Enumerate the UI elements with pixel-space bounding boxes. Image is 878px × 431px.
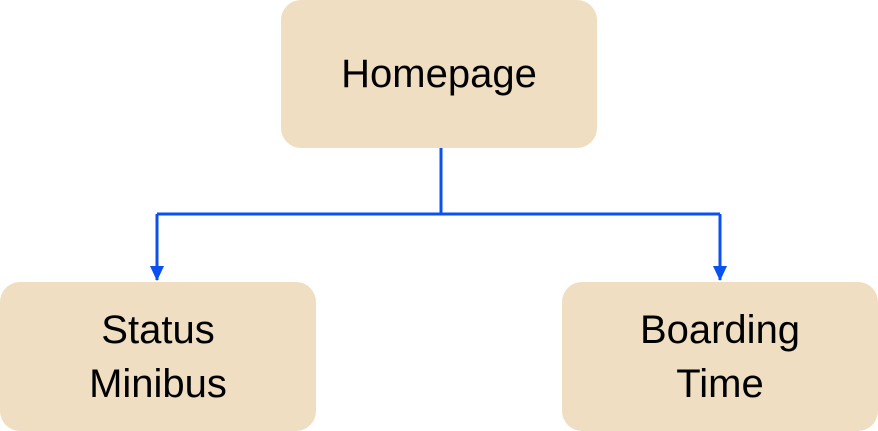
node-boarding-time-line-1: Boarding: [639, 307, 801, 352]
arrowhead-left: [150, 266, 164, 281]
node-boarding-time: Boarding Time: [562, 282, 878, 431]
node-status-minibus: Status Minibus: [0, 282, 316, 431]
arrowhead-right: [713, 266, 727, 281]
node-boarding-time-line-2: Time: [676, 361, 764, 406]
node-homepage: Homepage: [281, 0, 597, 148]
node-homepage-label: Homepage: [341, 52, 537, 96]
node-status-minibus-line-1: Status: [101, 307, 215, 352]
node-status-minibus-line-2: Minibus: [89, 361, 227, 406]
